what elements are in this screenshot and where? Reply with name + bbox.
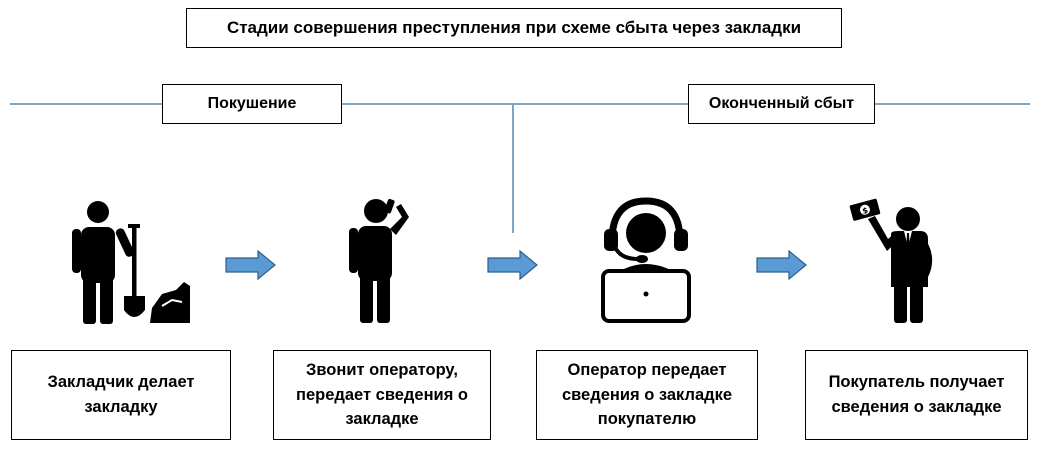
step-2-description: Звонит оператору, передает сведения о за… (273, 350, 491, 440)
timeline-right-line (875, 103, 1030, 105)
step-3-description: Оператор передает сведения о закладке по… (536, 350, 758, 440)
timeline-left-line (10, 103, 162, 105)
timeline-middle-line (342, 103, 688, 105)
svg-text:$: $ (861, 206, 869, 216)
stage-divider-line (512, 103, 514, 233)
diagram-title: Стадии совершения преступления при схеме… (186, 8, 842, 48)
operator-with-headset-icon (601, 197, 691, 323)
step-1-description: Закладчик делает закладку (11, 350, 231, 440)
phase-completed-label: Оконченный сбыт (688, 84, 875, 124)
person-on-phone-icon (349, 198, 409, 323)
phase-attempt-label: Покушение (162, 84, 342, 124)
step-4-description: Покупатель получает сведения о закладке (805, 350, 1028, 440)
flow-arrow-1 (225, 250, 276, 280)
flow-arrow-2 (487, 250, 538, 280)
person-with-shovel-icon (72, 201, 190, 324)
buyer-with-money-icon: $ (849, 198, 933, 323)
flow-arrow-3 (756, 250, 807, 280)
